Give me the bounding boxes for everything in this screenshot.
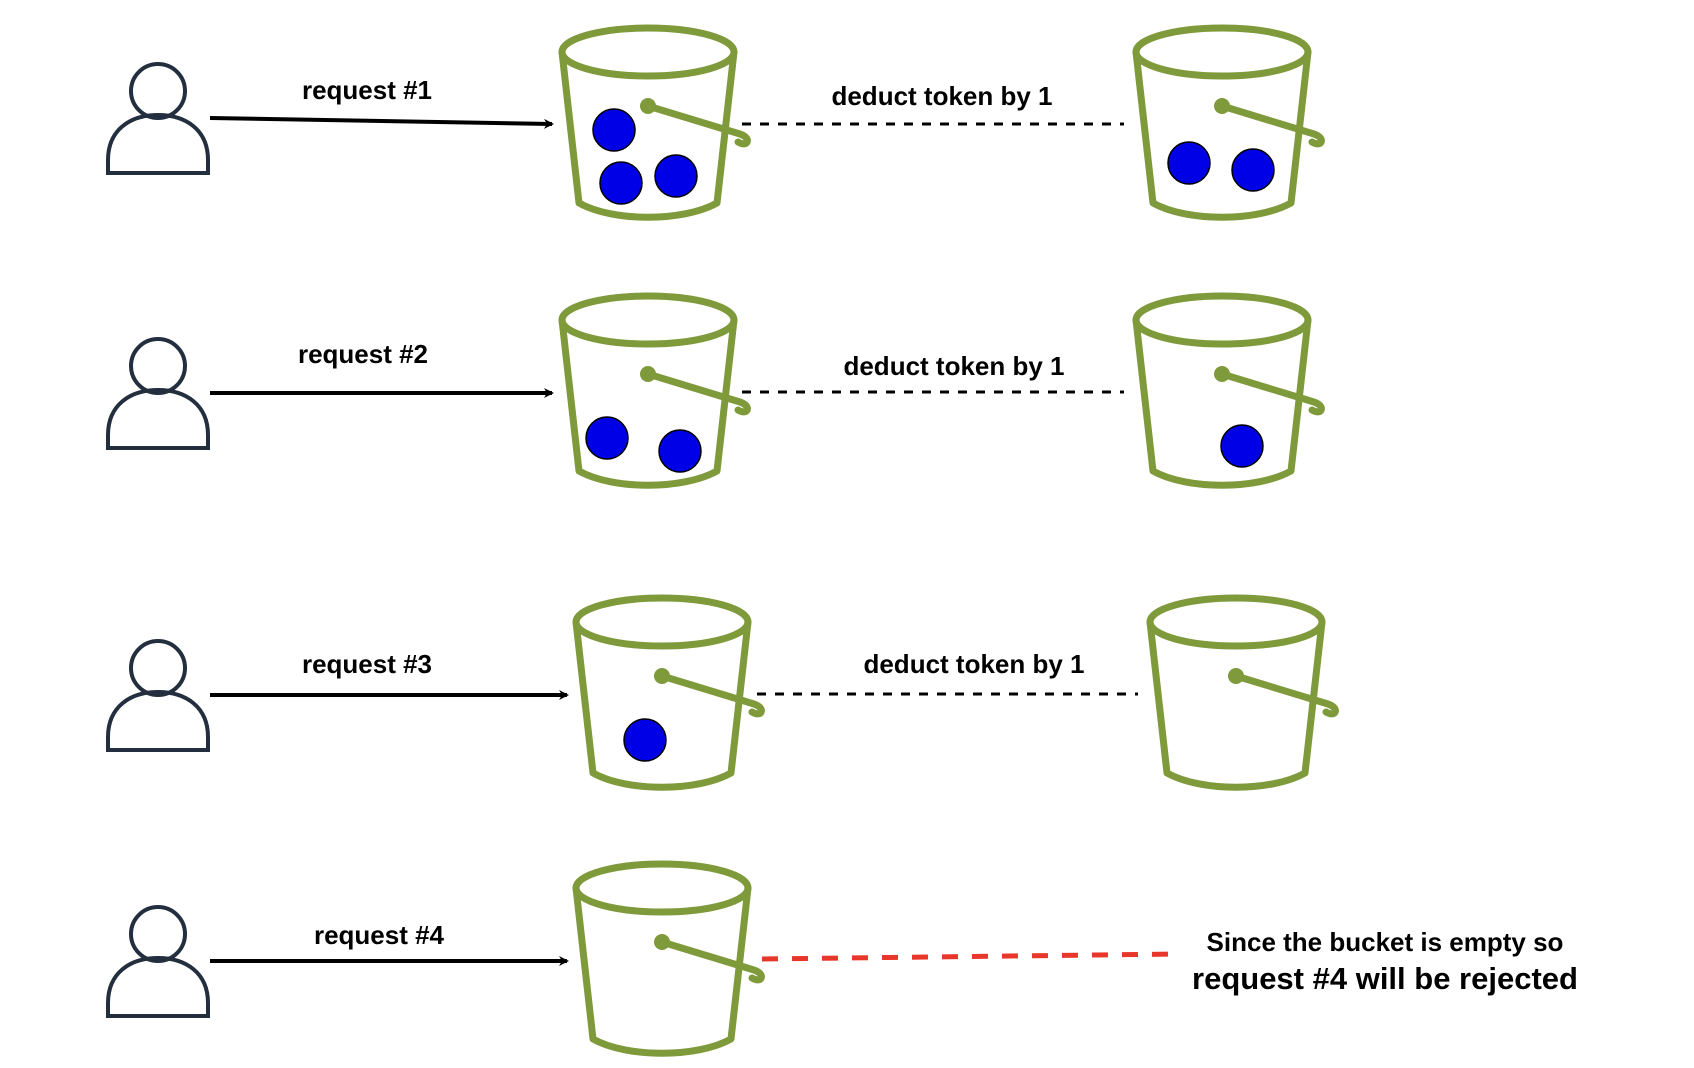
- user-icon: [106, 62, 210, 175]
- bucket-before: [572, 594, 765, 791]
- token: [592, 108, 636, 152]
- token: [1231, 148, 1275, 192]
- token: [654, 154, 698, 198]
- rejection-note-line1: Since the bucket is empty so: [1207, 927, 1564, 957]
- token: [623, 718, 667, 762]
- request-arrow: [209, 116, 554, 129]
- rejected-line: [761, 951, 1179, 962]
- row-1: request #1 deduct token by 1: [106, 24, 1325, 221]
- request-label: request #2: [298, 339, 428, 369]
- bucket-before: [558, 292, 751, 489]
- deduct-label: deduct token by 1: [843, 351, 1064, 381]
- token: [1167, 141, 1211, 185]
- row-3: request #3 deduct token by 1: [106, 594, 1339, 791]
- deduct-label: deduct token by 1: [863, 649, 1084, 679]
- row-2: request #2 deduct token by 1: [106, 292, 1325, 489]
- bucket-after: [1132, 292, 1325, 489]
- request-label: request #1: [302, 75, 432, 105]
- row-4: request #4 Since the bucket is empty so …: [106, 860, 1578, 1057]
- request-label: request #4: [314, 920, 445, 950]
- token: [585, 416, 629, 460]
- token: [658, 429, 702, 473]
- rejection-note-line2: request #4 will be rejected: [1192, 961, 1578, 996]
- bucket-after: [1146, 594, 1339, 791]
- user-icon: [106, 639, 210, 752]
- bucket-before: [558, 24, 751, 221]
- bucket-empty: [572, 860, 765, 1057]
- deduct-label: deduct token by 1: [831, 81, 1052, 111]
- request-label: request #3: [302, 649, 432, 679]
- user-icon: [106, 337, 210, 450]
- bucket-after: [1132, 24, 1325, 221]
- token: [599, 161, 643, 205]
- token: [1220, 424, 1264, 468]
- user-icon: [106, 905, 210, 1018]
